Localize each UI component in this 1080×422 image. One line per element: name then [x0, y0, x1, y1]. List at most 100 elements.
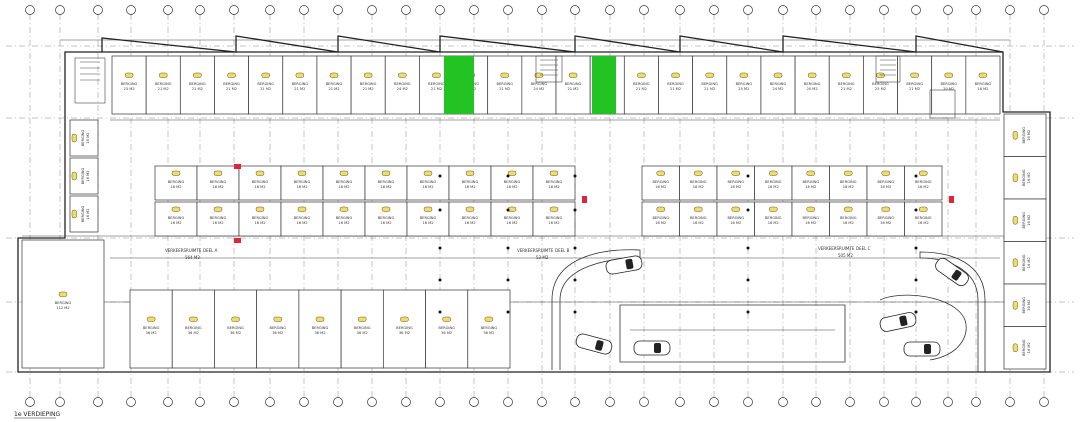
unit-area: 21 M2 — [568, 87, 579, 91]
grid-bubble-bottom — [93, 397, 103, 407]
unit-label: BERGING — [81, 130, 85, 147]
unit-tag — [705, 72, 714, 78]
grid-bubble-top — [469, 5, 479, 15]
stairwells — [74, 55, 956, 119]
zone-b-code: DEEL B — [555, 248, 570, 253]
drawing-title: 1e VERDIEPING — [14, 411, 61, 418]
unit-area: 21 M2 — [260, 87, 271, 91]
grid-bubble-bottom — [229, 397, 239, 407]
unit-area: 21 M2 — [636, 87, 647, 91]
unit-tag — [731, 170, 740, 176]
grid-bubble-top — [570, 5, 580, 15]
zone-a-name: VERKEERSRUIMTE — [165, 248, 202, 253]
unit-tag — [1012, 343, 1018, 352]
grid-bubble-bottom — [1005, 397, 1015, 407]
unit-label: BERGING — [252, 216, 269, 220]
structural-columns — [438, 174, 918, 314]
unit-area: 16 M2 — [464, 221, 475, 225]
column — [914, 278, 918, 282]
unit-area: 16 M2 — [805, 221, 816, 225]
column — [573, 310, 577, 314]
unit-area: 112 M2 — [56, 306, 69, 310]
unit-area: 16 M2 — [880, 221, 891, 225]
unit-area: 20 M2 — [807, 87, 818, 91]
unit-tag — [671, 72, 680, 78]
unit-label: BERGING — [428, 82, 445, 86]
unit-area: 21 M2 — [909, 87, 920, 91]
grid-bubble-top — [675, 5, 685, 15]
column — [914, 208, 918, 212]
unit-tag — [549, 170, 559, 176]
unit-label: BERGING — [354, 326, 371, 330]
grid-bubble-top — [1005, 5, 1015, 15]
unit-label: BERGING — [546, 180, 563, 184]
column — [438, 208, 442, 212]
column — [506, 310, 510, 314]
grid-bubble-top — [299, 5, 309, 15]
unit-tag — [919, 206, 928, 212]
column — [573, 278, 577, 282]
unit-area: 16 M2 — [548, 185, 559, 189]
unit-area: 36 M2 — [357, 331, 368, 335]
grid-bubble-top — [55, 5, 65, 15]
grid-bubble-top — [265, 5, 275, 15]
grid-bubble-bottom — [195, 397, 205, 407]
unit-label: BERGING — [765, 216, 782, 220]
unit-tag — [297, 170, 307, 176]
unit-tag — [507, 170, 517, 176]
unit-area: 16 M2 — [86, 132, 90, 143]
unit-area: 16 M2 — [918, 221, 929, 225]
unit-area: 16 M2 — [506, 221, 517, 225]
unit-label: BERGING — [877, 180, 894, 184]
unit-label: BERGING — [420, 216, 437, 220]
unit-label: BERGING — [155, 82, 172, 86]
unit-label: BERGING — [838, 82, 855, 86]
unit-tag — [656, 170, 665, 176]
grid-bubble-top — [195, 5, 205, 15]
column — [914, 310, 918, 314]
grid-bubble-bottom — [709, 397, 719, 407]
unit-label: BERGING — [915, 216, 932, 220]
grid-bubble-bottom — [879, 397, 889, 407]
unit-tag — [71, 133, 77, 143]
unit-area: 36 M2 — [314, 331, 325, 335]
unit-area: 20 M2 — [943, 87, 954, 91]
zone-b-name: VERKEERSRUIMTE — [517, 248, 554, 253]
unit-area: 21 M2 — [158, 87, 169, 91]
unit-area: 16 M2 — [693, 185, 704, 189]
unit-label: BERGING — [420, 180, 437, 184]
unit-label: BERGING — [462, 180, 479, 184]
unit-area: 21 M2 — [363, 87, 374, 91]
unit-tag — [1012, 301, 1018, 310]
zone-labels: VERKEERSRUIMTE DEEL A 564 M2 VERKEERSRUI… — [165, 246, 871, 260]
unit-tag — [295, 72, 305, 78]
unit-area: 16 M2 — [977, 87, 988, 91]
unit-tag — [261, 72, 270, 78]
column — [438, 246, 442, 250]
unit-area: 23 M2 — [124, 87, 135, 91]
unit-tag — [465, 170, 475, 176]
grid-bubble-bottom — [743, 397, 753, 407]
